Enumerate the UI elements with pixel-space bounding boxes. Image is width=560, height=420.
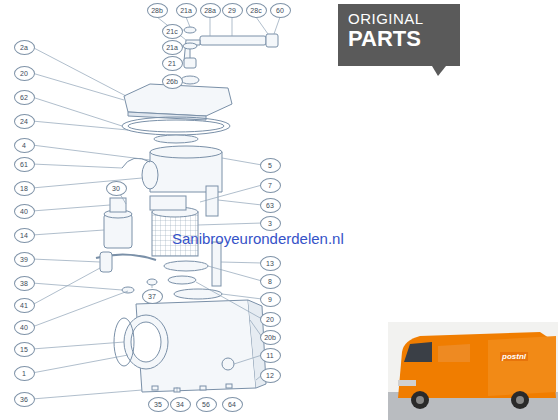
callout-number: 64 <box>222 397 243 412</box>
badge-title: PARTS <box>348 27 450 51</box>
callout-number: 21a <box>162 40 183 55</box>
callout-number: 3 <box>260 216 281 231</box>
callout-number: 12 <box>260 368 281 383</box>
callout-number: 35 <box>148 397 169 412</box>
callout-number: 14 <box>14 228 35 243</box>
callout-number: 60 <box>270 3 291 18</box>
callout-number: 28c <box>246 3 267 18</box>
callout-number: 7 <box>260 178 281 193</box>
callout-number: 61 <box>14 157 35 172</box>
callout-number: 26b <box>162 74 183 89</box>
callout-number: 63 <box>260 198 281 213</box>
callout-number: 18 <box>14 181 35 196</box>
callout-number: 41 <box>14 298 35 313</box>
callout-number: 62 <box>14 90 35 105</box>
callout-number: 20 <box>14 66 35 81</box>
callout-number: 40 <box>14 204 35 219</box>
callout-number: 2a <box>14 40 35 55</box>
callout-number: 39 <box>14 252 35 267</box>
van-logo: postnl <box>500 352 528 361</box>
callout-number: 30 <box>106 181 127 196</box>
callout-number: 9 <box>260 292 281 307</box>
callout-number: 4 <box>14 138 35 153</box>
callout-number: 28b <box>147 3 168 18</box>
callout-number: 20 <box>260 312 281 327</box>
callout-number: 11 <box>260 348 281 363</box>
watermark: Sanibroyeuronderdelen.nl <box>172 230 344 247</box>
callout-number: 5 <box>260 158 281 173</box>
callout-number: 37 <box>142 289 163 304</box>
callout-number: 13 <box>260 256 281 271</box>
brand-badge: ORIGINALPARTS <box>338 4 460 66</box>
callout-number: 29 <box>222 3 243 18</box>
callout-number: 1 <box>14 366 35 381</box>
callout-number: 21 <box>162 56 183 71</box>
callout-number: 28a <box>200 3 221 18</box>
callout-number: 38 <box>14 276 35 291</box>
callout-number: 8 <box>260 274 281 289</box>
callout-number: 20b <box>260 330 281 345</box>
callout-number: 40 <box>14 320 35 335</box>
callout-number: 34 <box>170 397 191 412</box>
badge-heading: ORIGINAL <box>348 10 450 27</box>
callout-number: 36 <box>14 392 35 407</box>
callout-number: 15 <box>14 342 35 357</box>
callout-number: 21a <box>176 3 197 18</box>
callout-number: 24 <box>14 114 35 129</box>
callout-number: 21c <box>162 24 183 39</box>
callout-number: 56 <box>196 397 217 412</box>
